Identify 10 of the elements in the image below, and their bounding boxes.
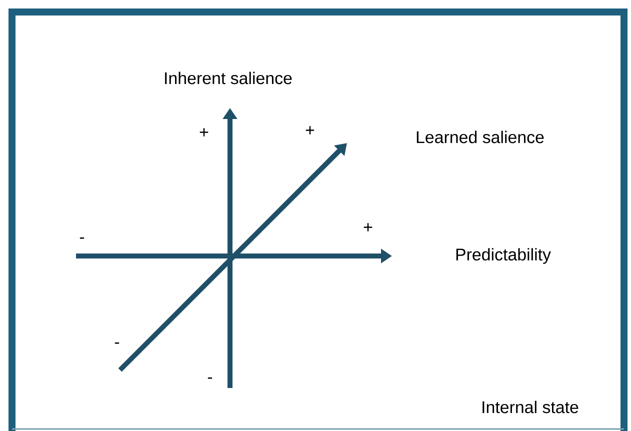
axis-label: - [208, 377, 212, 379]
axis-label: + [306, 126, 314, 134]
axis-label: + [200, 128, 208, 136]
axis-label: Learned salience [416, 130, 544, 144]
axis-label: - [80, 237, 84, 239]
axis-label: + [364, 223, 372, 232]
axis-label: - [114, 342, 120, 344]
axis-label: Predictability [456, 248, 551, 264]
axis-label: Inherent salience [165, 72, 292, 84]
axis-label: Internal state [482, 400, 578, 414]
